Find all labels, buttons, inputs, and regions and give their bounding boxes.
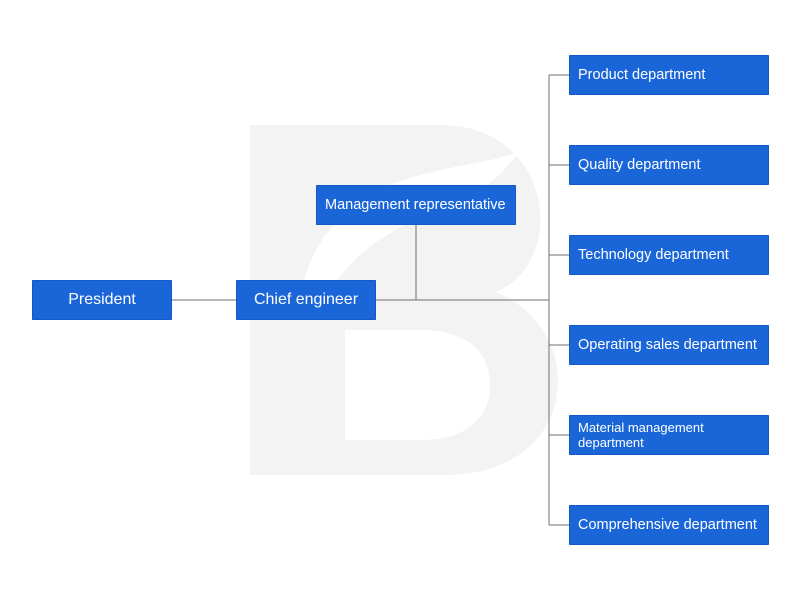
department-node-quality: Quality department [569,145,769,185]
department-label: Comprehensive department [578,517,757,533]
department-label: Operating sales department [578,337,757,353]
department-node-comprehensive: Comprehensive department [569,505,769,545]
department-label: Product department [578,67,706,83]
department-node-operating-sales: Operating sales department [569,325,769,365]
management-representative-label: Management representative [325,197,506,213]
chief-engineer-label: Chief engineer [253,291,359,308]
president-label: President [68,291,136,308]
chief-engineer-node: Chief engineer [236,280,376,320]
department-node-material-management: Material management department [569,415,769,455]
department-node-technology: Technology department [569,235,769,275]
department-label: Material management department [578,420,704,450]
department-node-product: Product department [569,55,769,95]
management-representative-node: Management representative [316,185,516,225]
department-label: Quality department [578,157,701,173]
president-node: President [32,280,172,320]
department-label: Technology department [578,247,729,263]
